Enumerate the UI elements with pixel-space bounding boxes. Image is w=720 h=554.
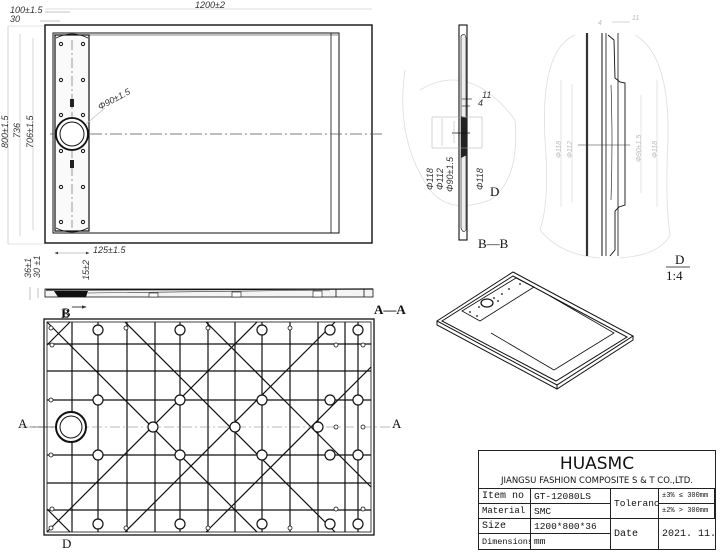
dim-bb-d112: Φ112 (435, 168, 445, 190)
dim-channel-width: 125±1.5 (93, 245, 126, 255)
dim-total-height: 36±1 (23, 258, 33, 278)
section-marker-b: B (62, 305, 71, 320)
dim-body-height: 30 ±1 (32, 256, 42, 278)
date-value: 2021. 11. 15 (662, 528, 715, 540)
detail-marker-d: D (490, 184, 499, 199)
company-name: JIANGSU FASHION COMPOSITE S & T CO.,LTD. (500, 476, 693, 486)
title-block-grid: Item no GT-12080LS Material SMC Size 120… (479, 488, 715, 550)
item-no-value: GT-12080LS (531, 489, 611, 504)
item-no-label: Item no (479, 489, 531, 504)
tolerance-value-small: ±3% ≤ 300mm (659, 489, 715, 504)
dim-bb-d118-b: Φ118 (475, 168, 485, 190)
title-block: HUASMC JIANGSU FASHION COMPOSITE S & T C… (478, 450, 716, 550)
material-label: Material (479, 504, 531, 519)
material-value: SMC (531, 504, 611, 519)
dim-d-d118-b: Φ118 (652, 141, 659, 158)
section-marker-a-right: A (392, 416, 402, 431)
dim-rim-width: 30 (10, 14, 20, 24)
dim-drain-offset: 100±1.5 (10, 5, 43, 15)
section-marker-b-bottom: B (61, 306, 70, 321)
plan-view: 1200±2 100±1.5 30 800±1.5 736 706±1.5 (0, 0, 385, 255)
dim-bb-d118-a: Φ118 (425, 168, 435, 190)
dim-overall-width: 800±1.5 (0, 115, 10, 148)
dim-d-d118-a: Φ118 (556, 141, 563, 158)
size-value: 1200*800*36 (531, 519, 611, 534)
side-view: 36±1 30 ±1 15±2 B A—A (23, 256, 406, 320)
dim-d-d90: Φ90±1.5 (636, 135, 643, 162)
dim-drain-diameter: Φ90±1.5 (96, 86, 132, 112)
dim-d-11: 11 (632, 15, 639, 22)
section-marker-d-bottom: D (62, 536, 71, 551)
dim-d-d112: Φ112 (567, 141, 574, 158)
dim-bb-11: 11 (482, 90, 491, 100)
tolerance-label: Tolerance (611, 489, 659, 519)
detail-d-view: Φ118 Φ112 Φ90±1.5 Φ118 4 11 D 1:4 (539, 15, 690, 283)
dim-inner-width: 736 (12, 123, 22, 138)
bottom-view: B D A A (18, 306, 402, 551)
dim-overall-length: 1200±2 (195, 0, 225, 10)
section-label-aa: A—A (374, 302, 406, 317)
date-label: Date (611, 519, 659, 549)
tolerance-value-large: ±2% > 300mm (659, 504, 715, 519)
brand-name: HUASMC (559, 454, 635, 474)
dimensions-label: Dimensions (479, 534, 531, 549)
isometric-view (436, 271, 634, 390)
section-bb-view: 11 4 Φ118 Φ112 Φ90±1.5 Φ118 D B—B (402, 24, 517, 251)
dimensions-value: mm (531, 534, 611, 549)
dim-bb-4: 4 (478, 98, 483, 108)
dim-bb-d90: Φ90±1.5 (445, 156, 455, 192)
dim-drain-depth: 15±2 (81, 260, 91, 280)
detail-scale: 1:4 (666, 268, 683, 283)
dim-channel-length: 706±1.5 (25, 115, 35, 148)
section-label-bb: B—B (478, 236, 509, 251)
detail-label-d: D (675, 252, 684, 267)
size-label: Size (479, 519, 531, 534)
dim-d-4: 4 (598, 20, 602, 27)
section-marker-a-left: A (18, 416, 28, 431)
